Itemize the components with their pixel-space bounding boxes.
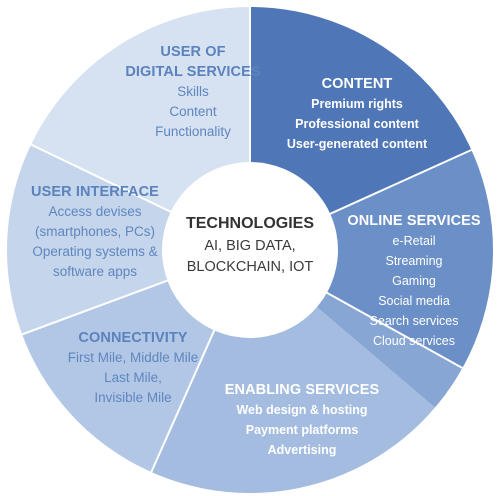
segment-item: Professional content [295,117,419,131]
segment-item: Operating systems & [32,244,158,259]
center-line: BLOCKCHAIN, IOT [186,259,314,275]
segment-item: Web design & hosting [236,403,368,417]
center-title: TECHNOLOGIES [185,215,314,232]
segment-item: User-generated content [286,137,428,151]
segment-title: ONLINE SERVICES [347,213,481,229]
segment-item: Access devises [48,204,142,219]
segment-item: software apps [52,264,138,279]
center-line: AI, BIG DATA, [204,238,296,254]
segment-connectivity: CONNECTIVITY First Mile, Middle Mile Las… [58,328,208,408]
segment-user-of-digital-services: USER OF DIGITAL SERVICES Skills Content … [118,42,268,142]
segment-enabling-services: ENABLING SERVICES Web design & hosting P… [222,380,382,460]
segment-item: Content [169,104,217,119]
segment-title: ENABLING SERVICES [224,382,380,398]
segment-online-services: ONLINE SERVICES e-Retail Streaming Gamin… [344,211,484,351]
segment-user-interface-shape [7,120,250,350]
center-technologies: TECHNOLOGIES AI, BIG DATA, BLOCKCHAIN, I… [170,212,330,278]
segment-item: Payment platforms [245,423,359,437]
segment-user-interface: USER INTERFACE Access devises (smartphon… [20,182,170,282]
segment-item: Premium rights [311,97,403,111]
segment-item: Social media [378,294,450,308]
segment-item: Skills [177,84,209,99]
segment-content: CONTENT Premium rights Professional cont… [272,74,442,154]
segment-item: Advertising [267,443,337,457]
center-hub [162,162,338,338]
segment-item: e-Retail [392,234,436,248]
segment-item: First Mile, Middle Mile [67,350,199,365]
segment-item: Cloud services [373,334,455,348]
segment-item: Gaming [392,274,436,288]
segment-title: CONTENT [321,76,393,92]
segment-title: USER INTERFACE [31,184,159,200]
segment-online-services-shape [250,128,493,400]
segment-item: (smartphones, PCs) [34,224,156,239]
segment-title: USER OF [160,44,226,60]
segment-item: Streaming [385,254,443,268]
segment-title: CONNECTIVITY [78,330,188,346]
segment-item: Search services [369,314,459,328]
segment-title: DIGITAL SERVICES [125,64,261,80]
segment-item: Invisible Mile [94,390,172,405]
segment-item: Functionality [155,124,231,139]
segment-item: Last Mile, [104,370,162,385]
